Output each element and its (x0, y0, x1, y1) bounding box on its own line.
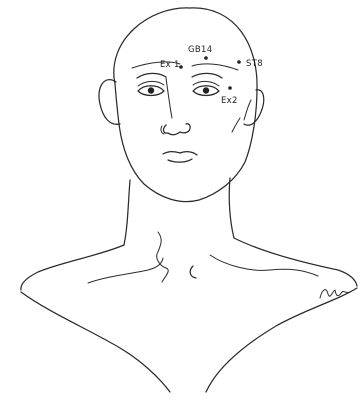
right-arm (206, 288, 357, 392)
right-ear-inner (244, 100, 251, 120)
left-arm (21, 292, 170, 392)
left-eyebrow (137, 73, 166, 78)
forehead-line-right (192, 64, 238, 70)
upper-lip (163, 152, 197, 155)
left-clavicle (88, 258, 163, 283)
ex2-point (228, 86, 232, 90)
st8-label: ST8 (246, 59, 263, 69)
right-clavicle (210, 255, 318, 276)
ex1-label: Ex 1 (160, 60, 180, 70)
gb14-point (204, 56, 208, 60)
gb14-label: GB14 (188, 45, 212, 55)
right-cheek-line (232, 118, 240, 132)
right-pupil (203, 87, 209, 93)
left-shoulder (21, 245, 124, 290)
throat-contour (157, 232, 168, 282)
right-shoulder (234, 238, 357, 286)
neck-right (229, 178, 234, 238)
st8-point (237, 60, 241, 64)
left-temple-line (166, 78, 172, 118)
sternal-notch (190, 266, 196, 278)
lower-lip (168, 159, 192, 162)
neck-left (124, 180, 130, 245)
ex1-point (179, 65, 183, 69)
left-pupil (148, 87, 154, 93)
right-ear (244, 90, 264, 125)
ex2-label: Ex2 (221, 96, 238, 106)
nose (164, 124, 191, 135)
right-eyebrow (192, 73, 222, 78)
